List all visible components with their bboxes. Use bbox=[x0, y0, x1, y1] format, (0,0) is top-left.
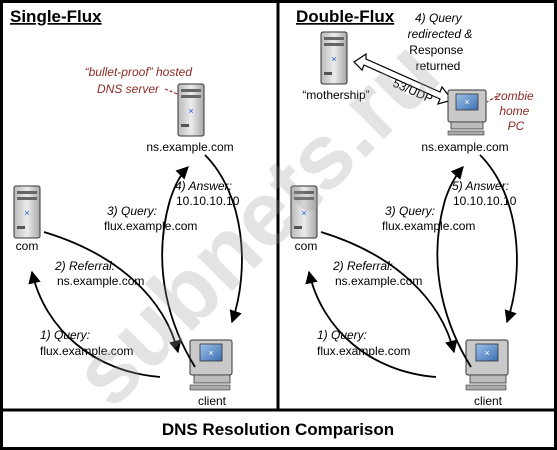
double-client-pc-icon: × bbox=[465, 339, 509, 391]
query3-label: 3) Query: bbox=[107, 204, 157, 218]
redirect-note: 4) Query redirected & bbox=[408, 11, 473, 41]
query1-arrow bbox=[28, 270, 161, 378]
double-com-server-icon: × bbox=[290, 185, 318, 239]
client-label: client bbox=[198, 394, 227, 408]
double-answer5-value: 10.10.10.10 bbox=[453, 194, 517, 208]
zombie-note: zombie home PC bbox=[494, 89, 537, 133]
svg-text:×: × bbox=[484, 348, 489, 358]
double-query1-arrow bbox=[305, 270, 437, 378]
query1-value: flux.example.com bbox=[40, 344, 133, 358]
query3-value: flux.example.com bbox=[104, 219, 197, 233]
double-com-label: com bbox=[295, 239, 318, 253]
hosted-dns-note-line-2: DNS server bbox=[97, 82, 160, 96]
referral2-value: ns.example.com bbox=[57, 274, 144, 288]
double-referral2-arrow bbox=[320, 231, 458, 354]
svg-text:×: × bbox=[188, 106, 193, 116]
double-referral2-label: 2) Referral: bbox=[332, 259, 393, 273]
answer4-value: 10.10.10.10 bbox=[176, 194, 240, 208]
mothership-server-icon: × bbox=[320, 31, 348, 85]
double-query1-label: 1) Query: bbox=[317, 328, 367, 342]
hosted-dns-note-line-1: “bullet-proof” hosted bbox=[85, 65, 193, 79]
double-query1-value: flux.example.com bbox=[317, 344, 410, 358]
double-query3-arrow bbox=[436, 166, 472, 368]
single-flux-panel: Single-Flux “bullet-proof” hosted DNS se… bbox=[10, 7, 243, 408]
svg-text:×: × bbox=[301, 208, 306, 218]
query3-arrow bbox=[161, 166, 196, 368]
ns-server-label: ns.example.com bbox=[146, 140, 233, 154]
double-answer5-label: 5) Answer: bbox=[452, 179, 509, 193]
double-ns-label: ns.example.com bbox=[421, 140, 508, 154]
com-server-icon: × bbox=[13, 185, 41, 239]
hosted-dns-note: “bullet-proof” hosted DNS server bbox=[85, 65, 196, 96]
referral2-label: 2) Referral: bbox=[54, 259, 115, 273]
svg-text:×: × bbox=[24, 208, 29, 218]
com-server-label: com bbox=[16, 239, 39, 253]
svg-text:×: × bbox=[331, 54, 336, 64]
zombie-pc-icon: × bbox=[447, 89, 487, 136]
single-flux-title: Single-Flux bbox=[10, 7, 102, 26]
double-answer5-arrow bbox=[479, 154, 518, 324]
double-flux-title: Double-Flux bbox=[296, 7, 395, 26]
double-client-label: client bbox=[474, 394, 503, 408]
ns-server-icon: × bbox=[177, 83, 205, 137]
answer4-label: 4) Answer: bbox=[175, 179, 232, 193]
double-referral2-value: ns.example.com bbox=[335, 274, 422, 288]
svg-text:×: × bbox=[464, 97, 469, 107]
svg-text:×: × bbox=[208, 348, 213, 358]
query1-label: 1) Query: bbox=[40, 328, 90, 342]
double-flux-panel: Double-Flux 4) Query redirected & Respon… bbox=[290, 7, 537, 408]
referral2-arrow bbox=[43, 231, 182, 354]
footer-title: DNS Resolution Comparison bbox=[162, 420, 394, 439]
mothership-label: “mothership” bbox=[302, 88, 369, 102]
client-pc-icon: × bbox=[189, 339, 233, 391]
redirect-note-response: Response returned bbox=[409, 43, 466, 73]
answer4-arrow bbox=[204, 154, 243, 324]
double-query3-label: 3) Query: bbox=[385, 204, 435, 218]
double-query3-value: flux.example.com bbox=[382, 219, 475, 233]
